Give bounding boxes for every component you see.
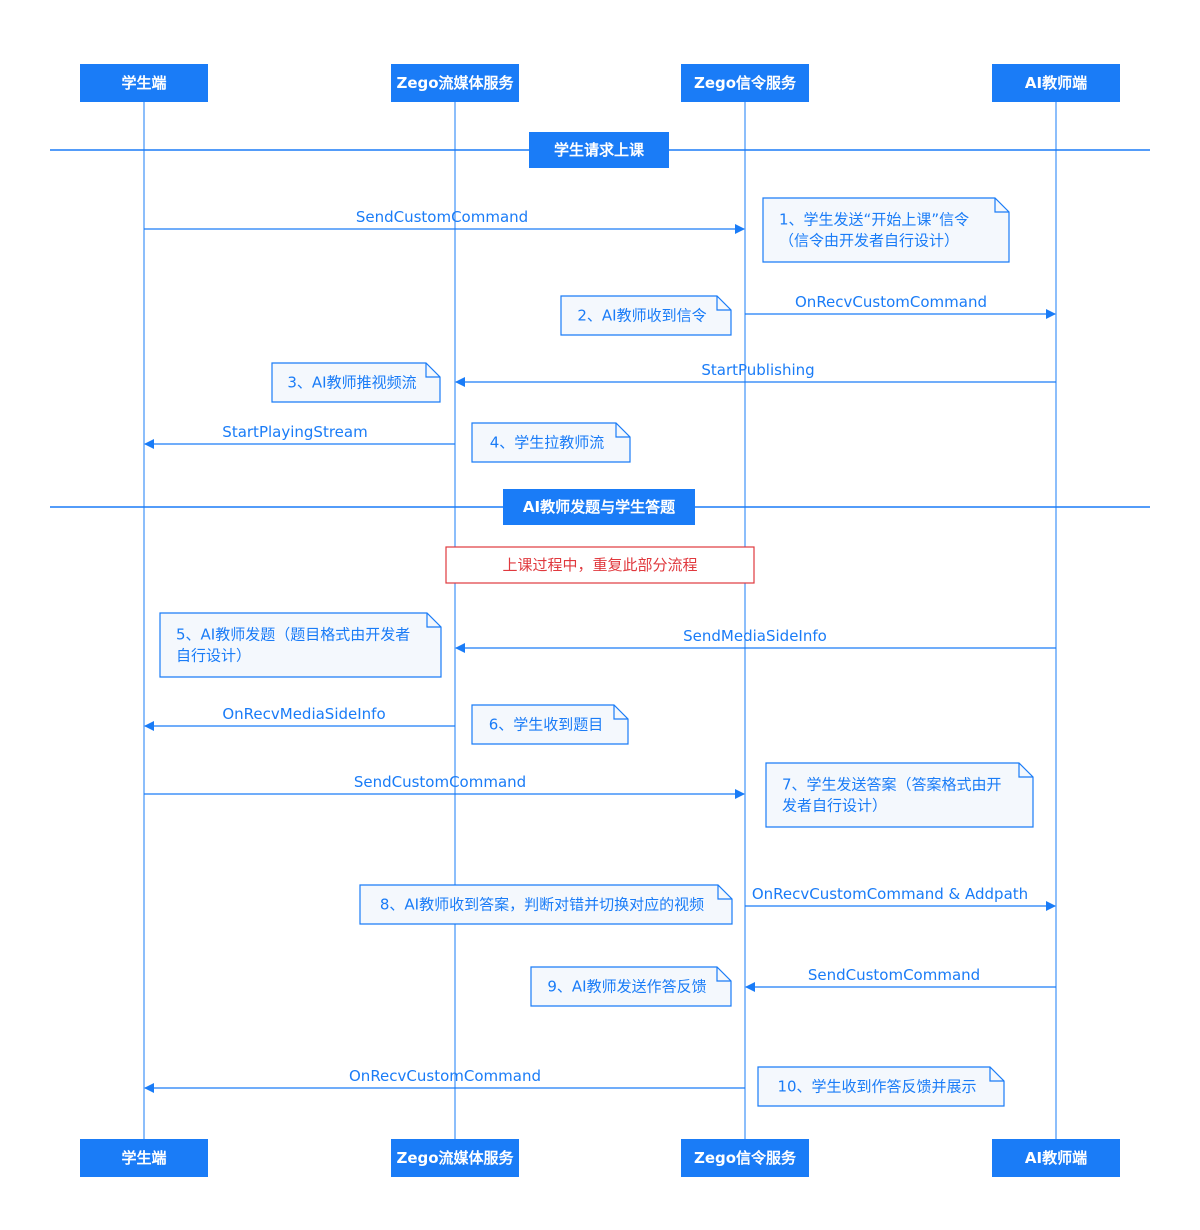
participant-box-media-top	[391, 64, 519, 102]
participant-label-signal: Zego信令服务	[694, 74, 797, 92]
participant-box-media-bottom	[391, 1139, 519, 1177]
participant-box-teacher-bottom	[992, 1139, 1120, 1177]
participant-box-signal-top	[681, 64, 809, 102]
participant-box-signal-bottom	[681, 1139, 809, 1177]
section-label: AI教师发题与学生答题	[523, 498, 676, 516]
participant-label-teacher: AI教师端	[1025, 74, 1087, 92]
note-fold	[716, 967, 731, 982]
message-label: SendCustomCommand	[354, 773, 526, 791]
participant-box-teacher-top	[992, 64, 1120, 102]
loop-note-label: 上课过程中，重复此部分流程	[502, 556, 697, 574]
note-text: 7、学生发送答案（答案格式由开	[782, 776, 1002, 794]
note-box	[359, 884, 733, 925]
note-3: 3、AI教师推视频流	[271, 362, 441, 403]
message-label: OnRecvCustomCommand	[349, 1067, 541, 1085]
note-text: 发者自行设计）	[782, 797, 887, 815]
message-label: SendMediaSideInfo	[683, 627, 827, 645]
note-2: 2、AI教师收到信令	[560, 295, 732, 336]
participant-label-student: 学生端	[121, 74, 166, 92]
note-box	[757, 1066, 1005, 1107]
participant-box-student-bottom	[80, 1139, 208, 1177]
note-text: 6、学生收到题目	[489, 716, 604, 734]
note-text: 自行设计）	[176, 647, 251, 665]
participant-label-student: 学生端	[121, 1149, 166, 1167]
message-label: SendCustomCommand	[356, 208, 528, 226]
note-8: 8、AI教师收到答案，判断对错并切换对应的视频	[359, 884, 733, 925]
note-10: 10、学生收到作答反馈并展示	[757, 1066, 1005, 1107]
note-fold	[989, 1067, 1004, 1082]
loop-note-box	[445, 546, 755, 584]
note-box	[762, 197, 1010, 263]
message-label: StartPublishing	[701, 361, 814, 379]
note-fold	[613, 705, 628, 720]
note-fold	[425, 363, 440, 378]
note-box	[765, 762, 1034, 828]
messages: SendCustomCommandOnRecvCustomCommandStar…	[144, 208, 1056, 1093]
note-fold	[716, 296, 731, 311]
note-box	[271, 362, 441, 403]
message-label: StartPlayingStream	[222, 423, 367, 441]
note-fold	[426, 613, 441, 628]
participant-label-media: Zego流媒体服务	[396, 74, 514, 92]
note-fold	[994, 198, 1009, 213]
note-text: 1、学生发送“开始上课”信令	[779, 211, 969, 229]
note-text: 2、AI教师收到信令	[577, 307, 706, 325]
message-label: SendCustomCommand	[808, 966, 980, 984]
note-fold	[717, 885, 732, 900]
note-text: （信令由开发者自行设计）	[779, 232, 959, 250]
note-fold	[615, 423, 630, 438]
note-1: 1、学生发送“开始上课”信令 （信令由开发者自行设计）	[762, 197, 1010, 263]
section-label: 学生请求上课	[554, 141, 645, 159]
lifelines	[143, 102, 1057, 1139]
note-text: 9、AI教师发送作答反馈	[547, 978, 706, 996]
notes: 1、学生发送“开始上课”信令 （信令由开发者自行设计） 2、AI教师收到信令 3、AI…	[159, 197, 1034, 1107]
note-text: 10、学生收到作答反馈并展示	[777, 1078, 976, 1096]
note-6: 6、学生收到题目	[471, 704, 629, 745]
note-box	[530, 966, 732, 1007]
note-box	[560, 295, 732, 336]
message-label: OnRecvCustomCommand & Addpath	[752, 885, 1028, 903]
note-text: 4、学生拉教师流	[490, 434, 605, 452]
message-label: OnRecvCustomCommand	[795, 293, 987, 311]
participant-label-media: Zego流媒体服务	[396, 1149, 514, 1167]
note-fold	[1018, 763, 1033, 778]
note-9: 9、AI教师发送作答反馈	[530, 966, 732, 1007]
participant-label-signal: Zego信令服务	[694, 1149, 797, 1167]
participant-label-teacher: AI教师端	[1025, 1149, 1087, 1167]
note-text: 8、AI教师收到答案，判断对错并切换对应的视频	[380, 896, 704, 914]
note-4: 4、学生拉教师流	[471, 422, 631, 463]
message-label: OnRecvMediaSideInfo	[222, 705, 385, 723]
note-text: 3、AI教师推视频流	[287, 374, 416, 392]
note-box	[471, 704, 629, 745]
section-label-box	[529, 132, 669, 168]
note-box	[159, 612, 442, 678]
participant-box-student-top	[80, 64, 208, 102]
note-box	[471, 422, 631, 463]
note-text: 5、AI教师发题（题目格式由开发者	[176, 626, 410, 644]
section-label-box	[503, 489, 695, 525]
participants: 学生端学生端Zego流媒体服务Zego流媒体服务Zego信令服务Zego信令服务…	[80, 64, 1120, 1177]
